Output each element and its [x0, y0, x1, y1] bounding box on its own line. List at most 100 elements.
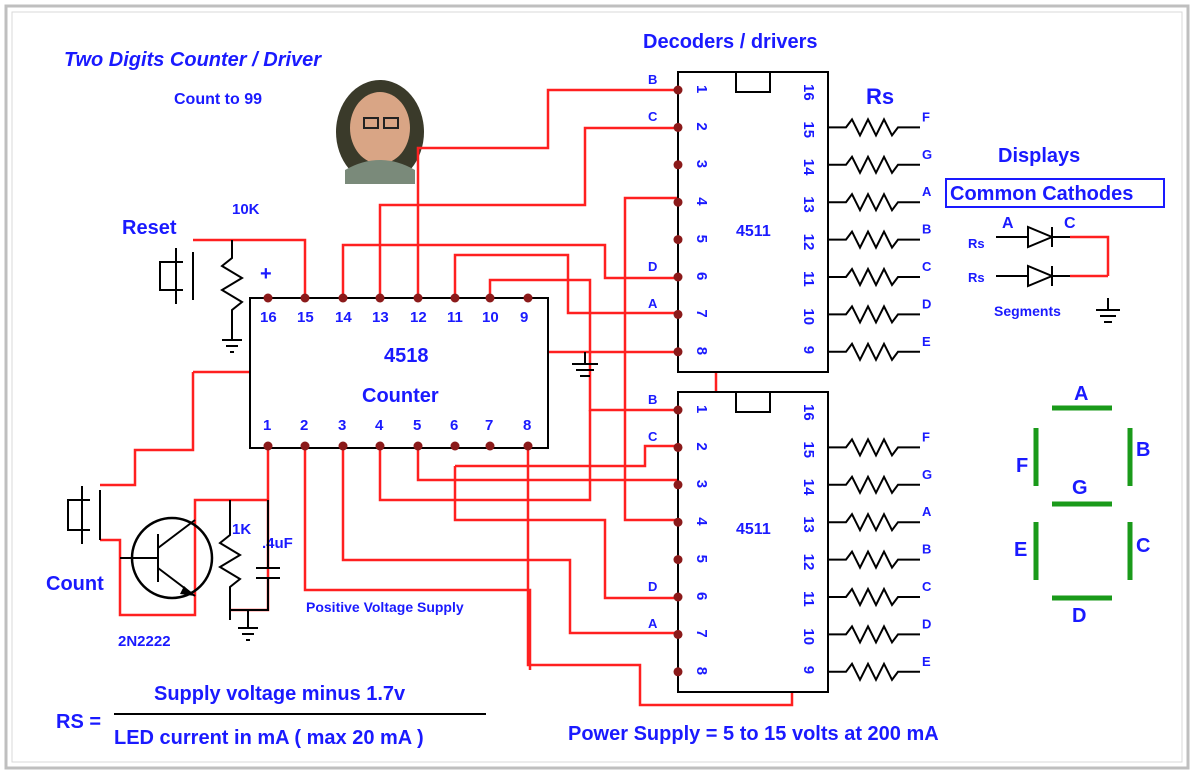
segment-g-label: G: [1072, 477, 1088, 499]
segment-resistor: [828, 661, 920, 683]
decoder-pin-left-label: 6: [693, 592, 710, 600]
segment-resistor: [828, 586, 920, 608]
segment-output-label: B: [922, 222, 931, 237]
decoder-pin-right-label: 14: [800, 159, 817, 176]
segment-output-label: D: [922, 296, 931, 311]
decoder-pin-right-label: 16: [800, 404, 817, 421]
counter-pin-top-node: [413, 293, 423, 303]
decoder-pin-left-label: 7: [693, 309, 710, 317]
decoder-pin-left-label: 5: [693, 235, 710, 243]
counter-pin-bottom-label: 1: [263, 417, 271, 434]
segment-output-label: A: [922, 504, 932, 519]
decoder-pin-left-node: [673, 235, 683, 245]
positive-supply-label: Positive Voltage Supply: [306, 599, 464, 615]
count-switch: [67, 486, 101, 544]
decoder-pin-left-node: [673, 272, 683, 282]
decoder-pin-left-label: 3: [693, 480, 710, 488]
decoder-pin-left-node: [673, 480, 683, 490]
decoder-pin-left-label: 8: [693, 667, 710, 675]
res-10k-label: 10K: [232, 201, 260, 218]
counter-pin-bottom-node: [485, 441, 495, 451]
counter-pin-top-label: 14: [335, 309, 352, 326]
segment-f-label: F: [1016, 455, 1028, 477]
decoder-pin-right-label: 10: [800, 628, 817, 645]
segment-output-label: F: [922, 109, 930, 124]
portrait-photo: [336, 80, 424, 184]
decoder-pin-left-node: [673, 405, 683, 415]
counter-pin-top-node: [485, 293, 495, 303]
segment-output-label: A: [922, 184, 932, 199]
common-cathodes-box: [945, 178, 1165, 208]
led-rs-label-2: Rs: [968, 270, 985, 285]
counter-pin-bottom-node: [338, 441, 348, 451]
decoder-input-label: A: [648, 616, 658, 631]
formula-numerator: Supply voltage minus 1.7v: [154, 683, 406, 705]
segment-output-label: C: [922, 259, 932, 274]
counter-pin-bottom-label: 8: [523, 417, 531, 434]
decoder-pin-left-label: 8: [693, 347, 710, 355]
counter-pin-bottom-label: 4: [375, 417, 384, 434]
counter-pin-top-node: [263, 293, 273, 303]
led-diodes: [996, 225, 1120, 323]
formula-lhs: RS =: [56, 711, 101, 733]
segment-resistor: [828, 341, 920, 363]
counter-pin-bottom-node: [523, 441, 533, 451]
segment-resistor: [828, 229, 920, 250]
decoder-pin-left-label: 4: [693, 517, 710, 526]
decoder-bottom-label: 4511: [736, 521, 771, 538]
counter-pin-bottom-label: 5: [413, 417, 421, 434]
decoder-pin-left-node: [673, 160, 683, 170]
decoder-ic-top: [677, 71, 829, 373]
decoder-input-label: C: [648, 109, 658, 124]
decoder-pin-left-label: 2: [693, 442, 710, 450]
segment-c-label: C: [1136, 535, 1150, 557]
frame-border: [4, 4, 1190, 770]
counter-pin-top-node: [300, 293, 310, 303]
counter-pin-top-label: 12: [410, 309, 427, 326]
decoder-pin-left-label: 6: [693, 272, 710, 280]
segment-output-label: B: [922, 542, 931, 557]
decoder-pin-right-label: 15: [800, 121, 817, 138]
segment-resistor: [828, 474, 920, 496]
segment-output-label: C: [922, 579, 932, 594]
seven-segment-display: [1033, 405, 1133, 601]
decoder-pin-right-label: 13: [800, 196, 817, 213]
decoder-input-label: D: [648, 579, 657, 594]
segment-output-label: G: [922, 147, 932, 162]
decoder-pin-left-node: [673, 85, 683, 95]
decoders-title: Decoders / drivers: [643, 31, 818, 53]
segment-resistor: [828, 304, 920, 325]
decoder-top-label: 4511: [736, 223, 771, 240]
counter-pin-top-label: 15: [297, 309, 314, 326]
counter-pin-bottom-label: 7: [485, 417, 493, 434]
decoder-pin-right-label: 9: [800, 346, 817, 354]
counter-pin-top-label: 11: [447, 309, 463, 326]
segment-output-label: E: [922, 654, 931, 669]
segment-output-label: G: [922, 467, 932, 482]
plus-label: +: [260, 263, 272, 285]
decoder-pin-left-node: [673, 309, 683, 319]
resistor-1k: [218, 500, 242, 620]
segment-resistor: [828, 154, 920, 176]
counter-pin-top-node: [450, 293, 460, 303]
title: Two Digits Counter / Driver: [64, 49, 322, 71]
segment-resistor: [828, 191, 920, 213]
led-a-label: A: [1002, 215, 1014, 232]
segment-resistor: [828, 549, 920, 570]
led-c-label: C: [1064, 215, 1076, 232]
decoder-pin-right-label: 16: [800, 84, 817, 101]
decoder-pin-right-label: 10: [800, 308, 817, 325]
decoder-pin-left-node: [673, 517, 683, 527]
count-label: Count: [46, 573, 104, 595]
decoder-pin-left-node: [673, 629, 683, 639]
cap-label: .4uF: [262, 535, 293, 552]
counter-pin-top-label: 9: [520, 309, 528, 326]
decoder-pin-left-node: [673, 555, 683, 565]
segment-b-label: B: [1136, 439, 1150, 461]
segment-output-label: D: [922, 616, 931, 631]
decoder-pin-left-label: 5: [693, 555, 710, 563]
segment-resistor: [828, 437, 920, 458]
counter-pin-bottom-label: 3: [338, 417, 346, 434]
decoder-pin-right-label: 9: [800, 666, 817, 674]
